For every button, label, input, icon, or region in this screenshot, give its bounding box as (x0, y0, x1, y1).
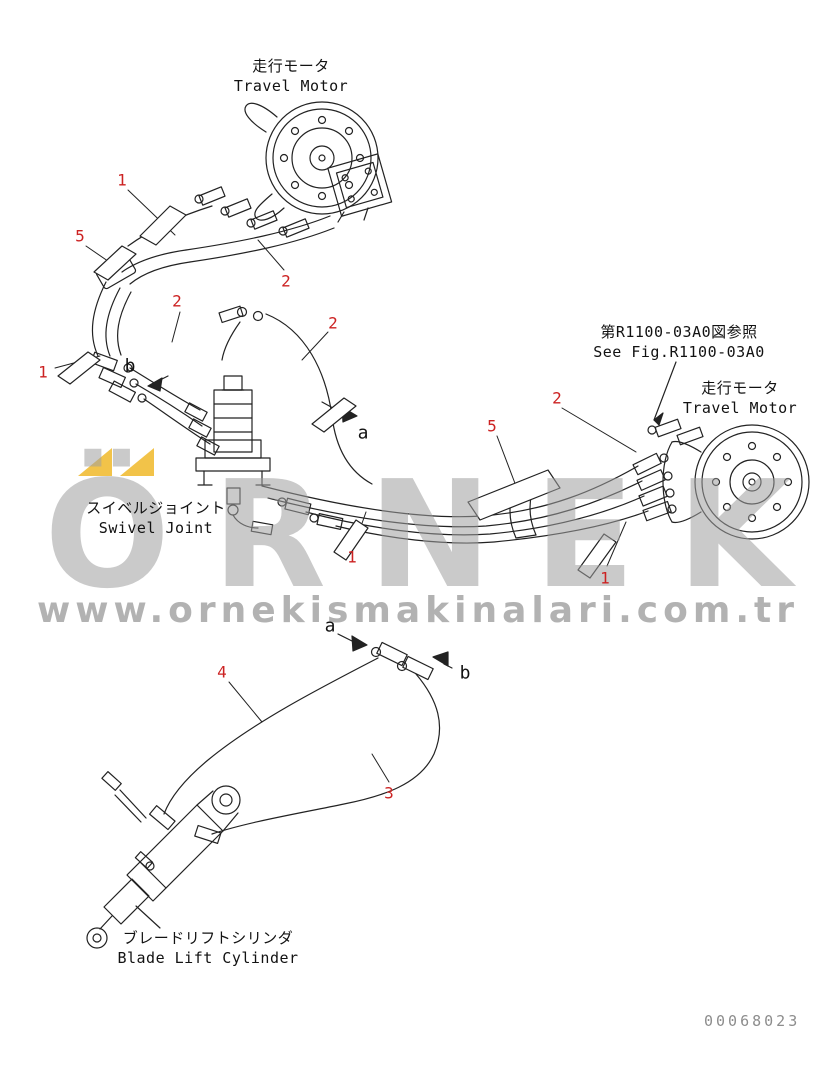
label-swivel-joint-jp: スイベルジョイント (86, 499, 226, 517)
label-blade-lift-cylinder-en: Blade Lift Cylinder (117, 949, 299, 967)
hose-bundle-left-drawing (91, 281, 132, 357)
label-travel-motor-right-jp: 走行モータ (701, 379, 779, 397)
label-see-fig-ref-en: See Fig.R1100-03A0 (593, 343, 765, 361)
label-travel-motor-right: 走行モータ Travel Motor (683, 378, 797, 418)
hose-2-drawing (218, 305, 373, 485)
hoses-upper-left-drawing (121, 205, 335, 285)
label-travel-motor-top: 走行モータ Travel Motor (234, 56, 348, 96)
callout-2-upper-mid: 2 (172, 291, 182, 311)
label-travel-motor-top-en: Travel Motor (233, 77, 349, 95)
view-letter-b-upper: b (124, 355, 136, 377)
label-blade-lift-cylinder-jp: ブレードリフトシリンダ (122, 929, 294, 947)
view-arrow-b-lower-icon (432, 651, 453, 669)
callout-5-middle: 5 (487, 416, 497, 436)
leader-flags (57, 205, 617, 579)
callout-1-bottom-right: 1 (600, 568, 610, 588)
view-letter-a-lower: a (324, 615, 336, 637)
label-see-fig-ref: 第R1100-03A0図参照 See Fig.R1100-03A0 (593, 322, 765, 362)
hose-end-fittings-bottom-drawing (370, 641, 434, 681)
callout-2-middle: 2 (328, 313, 338, 333)
callout-2-upper-right: 2 (281, 271, 291, 291)
callout-1-left: 1 (38, 362, 48, 382)
callout-5-top: 5 (75, 226, 85, 246)
label-see-fig-ref-jp: 第R1100-03A0図参照 (600, 323, 758, 341)
callout-leader-lines (54, 189, 637, 783)
see-fig-leader-line (653, 361, 677, 426)
label-swivel-joint-en: Swivel Joint (98, 519, 214, 537)
travel-motor-right-drawing (647, 418, 810, 540)
callout-2-right: 2 (552, 388, 562, 408)
label-blade-lift-cylinder: ブレードリフトシリンダ Blade Lift Cylinder (117, 928, 298, 968)
callout-1-top: 1 (117, 170, 127, 190)
hose-fittings-top-drawing (194, 186, 310, 238)
blade-lift-cylinder-drawing (86, 770, 241, 949)
label-travel-motor-top-jp: 走行モータ (252, 57, 330, 75)
callout-4-lower: 4 (217, 662, 227, 682)
label-swivel-joint: スイベルジョイント Swivel Joint (86, 498, 226, 538)
view-letter-b-lower: b (459, 662, 471, 684)
callout-1-bottom-left: 1 (347, 547, 357, 567)
hose-3-drawing (211, 673, 441, 835)
label-travel-motor-right-en: Travel Motor (682, 399, 798, 417)
callout-3-lower: 3 (384, 783, 394, 803)
view-letter-a-upper: a (357, 422, 369, 444)
swivel-inlet-fittings-drawing (90, 351, 220, 456)
hose-bundle-main-drawing (261, 452, 677, 544)
hose-4-drawing (163, 657, 379, 815)
swivel-joint-drawing (195, 375, 274, 536)
view-arrow-b-upper-icon (147, 375, 169, 392)
travel-motor-top-drawing (244, 101, 393, 223)
view-arrow-a-lower-icon (337, 633, 368, 652)
document-number: 00068023 (704, 1012, 801, 1030)
